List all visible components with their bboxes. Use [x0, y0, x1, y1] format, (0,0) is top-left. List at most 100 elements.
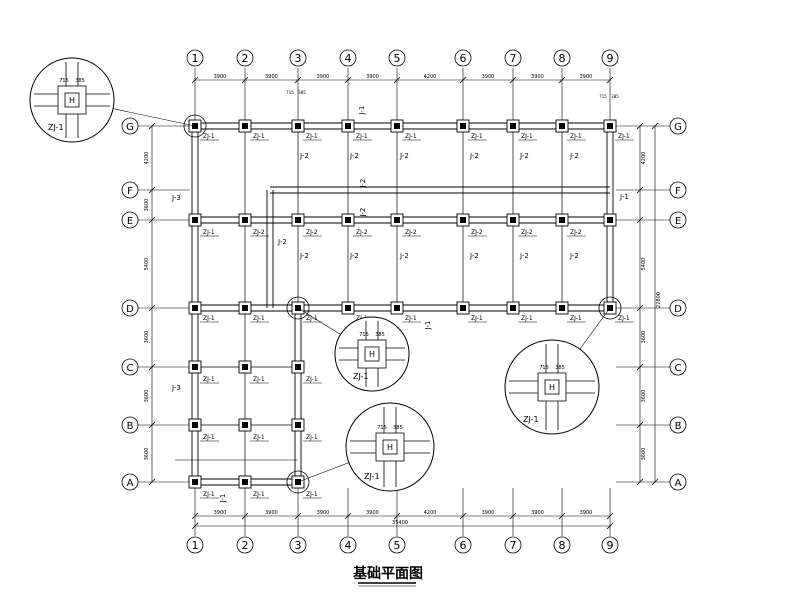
dim-tick — [148, 122, 156, 130]
axis-bubble-B — [121, 416, 139, 434]
dim-text-left: 3600 — [144, 390, 150, 403]
column — [607, 123, 613, 129]
beam-label: J-2 — [299, 252, 309, 260]
dim-tick — [294, 512, 302, 520]
dim-tick — [344, 512, 352, 520]
column — [559, 217, 565, 223]
highlight-circle — [598, 296, 622, 320]
footing-label: ZJ-1 — [618, 133, 630, 140]
axis-bubble-5 — [388, 49, 406, 67]
column — [510, 217, 516, 223]
dim-tick — [393, 76, 401, 84]
footing-label: ZJ-1 — [203, 434, 215, 441]
dim-tick — [651, 478, 659, 486]
dim-tick — [344, 76, 352, 84]
dim-tick — [241, 76, 249, 84]
axis-bubble-C — [669, 358, 687, 376]
axis-bubble-8 — [553, 49, 571, 67]
dim-tick — [636, 304, 644, 312]
dim-tick — [636, 186, 644, 194]
axis-bubble-label-5: 5 — [394, 52, 401, 65]
footing-label: ZJ-1 — [306, 434, 318, 441]
dim-text-top: 3900 — [482, 74, 495, 80]
detail-callout-d3-label: ZJ-1 — [353, 372, 369, 381]
axis-bubble-label-A: A — [127, 478, 134, 489]
dim-text-bottom: 4200 — [424, 510, 437, 516]
dim-text-right: 3600 — [641, 448, 647, 461]
axis-bubble-E — [121, 211, 139, 229]
footing-label: ZJ-1 — [521, 315, 533, 322]
column — [295, 364, 301, 370]
column — [242, 217, 248, 223]
detail-callout-g1-column-mark: H — [69, 96, 75, 105]
column — [394, 217, 400, 223]
footing-label: ZJ-1 — [356, 133, 368, 140]
axis-bubble-9 — [601, 49, 619, 67]
dim-text-right: 3600 — [641, 331, 647, 344]
footing-label: ZJ-1 — [203, 229, 215, 236]
axis-bubble-label-E: E — [675, 216, 681, 227]
footing-label: ZJ-2 — [471, 229, 483, 236]
dim-text-right-total: 22800 — [656, 292, 662, 308]
detail-callout-d9-column-mark: H — [549, 383, 555, 392]
axis-bubble-label-C: C — [675, 363, 682, 374]
column — [242, 305, 248, 311]
beam-label: J-2 — [519, 152, 529, 160]
axis-bubble-2 — [236, 536, 254, 554]
dim-tick — [148, 478, 156, 486]
footing-label: ZJ-1 — [521, 133, 533, 140]
axis-bubble-label-5: 5 — [394, 539, 401, 552]
dim-text-bottom: 3900 — [531, 510, 544, 516]
axis-bubble-label-6: 6 — [460, 52, 467, 65]
axis-bubble-8 — [553, 536, 571, 554]
footing-label: ZJ-1 — [203, 315, 215, 322]
axis-bubble-4 — [339, 536, 357, 554]
column — [295, 422, 301, 428]
axis-bubble-6 — [454, 536, 472, 554]
dim-tick — [509, 512, 517, 520]
footing-label: ZJ-1 — [253, 376, 265, 383]
column — [242, 123, 248, 129]
axis-bubble-label-7: 7 — [510, 52, 517, 65]
footing-label: ZJ-1 — [405, 315, 417, 322]
footing-label: ZJ-2 — [405, 229, 417, 236]
beam-label: J-1 — [219, 494, 227, 504]
dim-tick — [606, 522, 614, 530]
column — [394, 123, 400, 129]
axis-bubble-label-B: B — [675, 421, 682, 432]
detail-callout-a3-dim: 385 — [393, 425, 403, 431]
footing-label: ZJ-1 — [306, 376, 318, 383]
highlight-circle — [286, 470, 310, 494]
dim-text-top: 3900 — [531, 74, 544, 80]
footing-label: ZJ-1 — [471, 315, 483, 322]
axis-bubble-G — [121, 117, 139, 135]
beam-label: J-2 — [349, 252, 359, 260]
dim-text-top: 3900 — [317, 74, 330, 80]
footing-label: ZJ-1 — [253, 315, 265, 322]
footing-label: ZJ-1 — [306, 133, 318, 140]
dim-tick — [636, 122, 644, 130]
dim-tick — [509, 76, 517, 84]
dim-tick — [459, 512, 467, 520]
detail-callout-g1-column — [64, 92, 80, 108]
beam-label: J-2 — [299, 152, 309, 160]
detail-callout-d9-dim: 385 — [555, 365, 565, 371]
axis-bubble-3 — [289, 536, 307, 554]
column — [242, 364, 248, 370]
offset-text: 385 — [611, 94, 619, 99]
dim-text-bottom: 3900 — [366, 510, 379, 516]
column — [242, 479, 248, 485]
column — [607, 217, 613, 223]
axis-bubble-label-B: B — [127, 421, 134, 432]
beam-label: J-2 — [469, 152, 479, 160]
axis-bubble-label-1: 1 — [192, 52, 199, 65]
axis-bubble-5 — [388, 536, 406, 554]
axis-bubble-6 — [454, 49, 472, 67]
axis-bubble-C — [121, 358, 139, 376]
detail-callout-d3-dim: 715 — [359, 332, 369, 338]
detail-callout-g1-dim: 385 — [75, 78, 85, 84]
dim-tick — [294, 76, 302, 84]
